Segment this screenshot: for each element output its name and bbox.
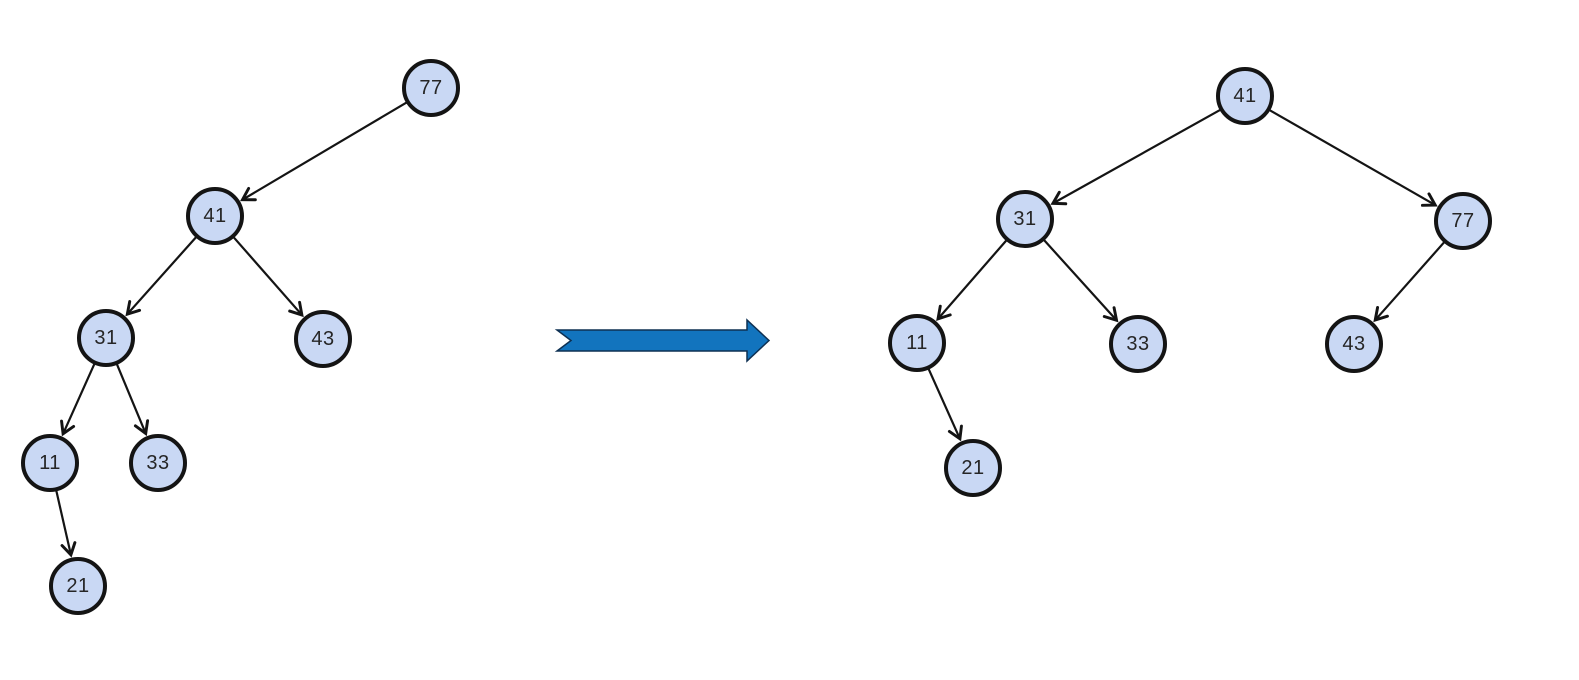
tree-edge-before-41-43 xyxy=(232,236,304,318)
tree-edge-after-77-43 xyxy=(1373,241,1446,323)
tree-edge-after-41-77 xyxy=(1268,108,1438,207)
node-before-43: 43 xyxy=(294,310,352,368)
tree-edge-after-31-11 xyxy=(936,239,1008,322)
tree-edge-after-11-21 xyxy=(927,368,963,442)
node-after-41: 41 xyxy=(1216,67,1274,125)
node-after-21: 21 xyxy=(944,439,1002,497)
transform-arrow-icon xyxy=(554,318,771,363)
tree-edge-after-31-33 xyxy=(1042,239,1119,323)
node-after-43: 43 xyxy=(1325,315,1383,373)
node-after-11: 11 xyxy=(888,314,946,372)
tree-edge-before-31-11 xyxy=(60,363,96,437)
node-before-21: 21 xyxy=(49,557,107,615)
tree-edge-before-41-31 xyxy=(125,236,198,317)
tree-edge-after-41-31 xyxy=(1050,108,1222,206)
node-before-33: 33 xyxy=(129,434,187,492)
node-before-31: 31 xyxy=(77,309,135,367)
tree-edge-before-77-41 xyxy=(240,101,408,202)
node-after-31: 31 xyxy=(996,190,1054,248)
node-after-33: 33 xyxy=(1109,315,1167,373)
tree-edge-before-31-33 xyxy=(115,363,150,437)
node-after-77: 77 xyxy=(1434,192,1492,250)
node-before-41: 41 xyxy=(186,187,244,245)
node-before-77: 77 xyxy=(402,59,460,117)
node-before-11: 11 xyxy=(21,434,79,492)
tree-edge-before-11-21 xyxy=(55,490,77,558)
